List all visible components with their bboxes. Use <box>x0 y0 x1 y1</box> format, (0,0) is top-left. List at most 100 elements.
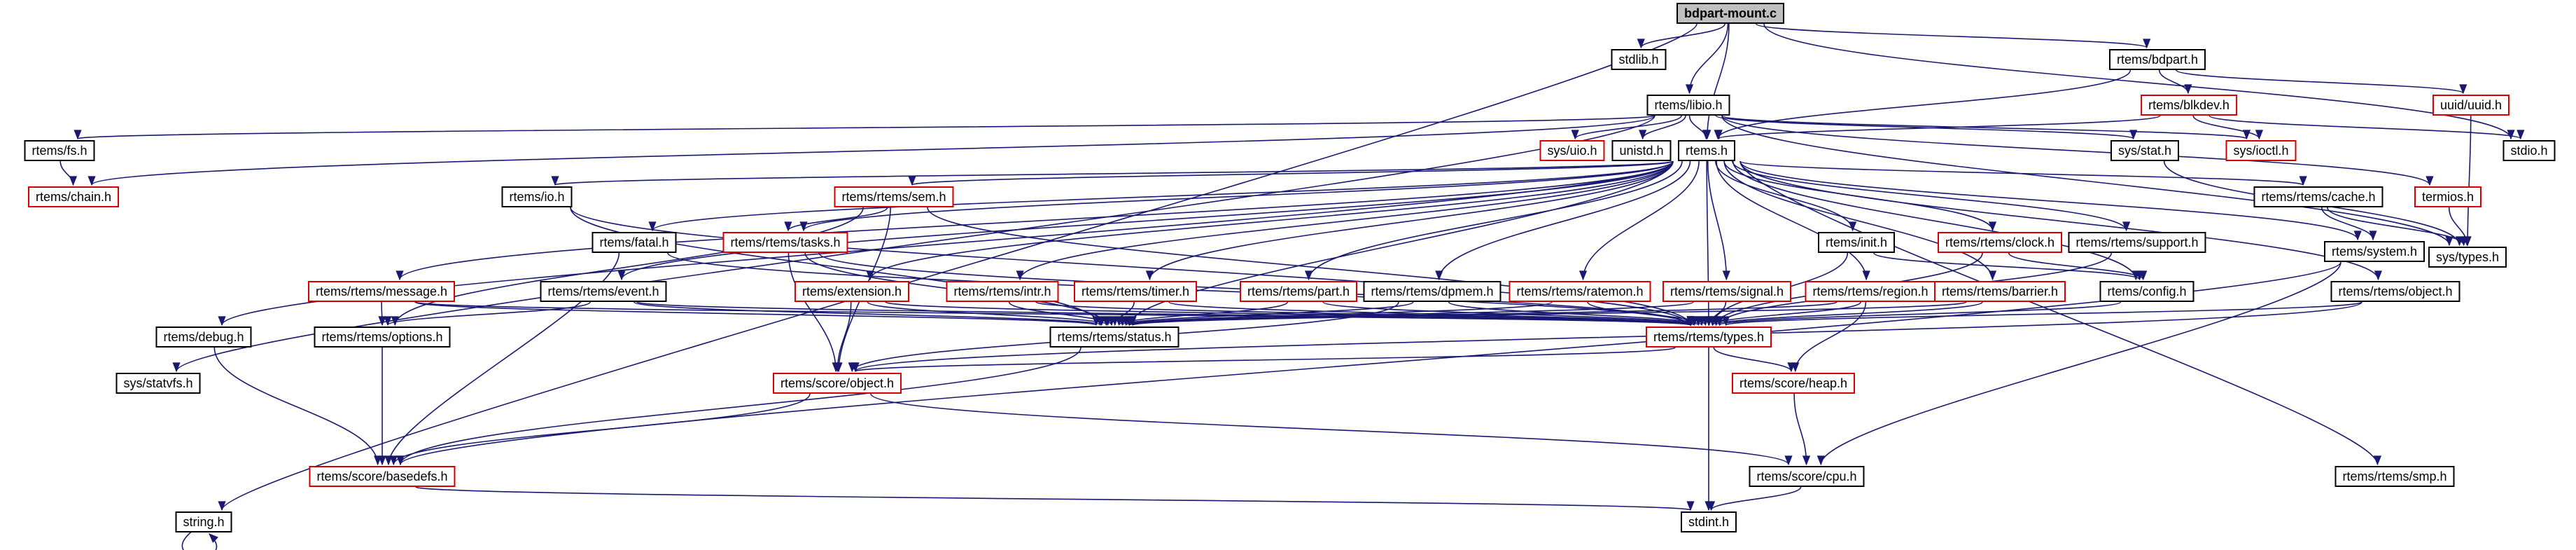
node-rtems-rtems-options-h[interactable]: rtems/rtems/options.h <box>314 326 451 348</box>
edge <box>384 252 620 466</box>
node-sys-uio-h[interactable]: sys/uio.h <box>1539 140 1605 161</box>
node-stdio-h[interactable]: stdio.h <box>2502 140 2556 161</box>
node-rtems-rtems-timer-h[interactable]: rtems/rtems/timer.h <box>1073 281 1198 302</box>
edge <box>1721 115 2454 247</box>
edge <box>1639 115 1686 140</box>
edge <box>2208 115 2525 140</box>
node-rtems-score-cpu-h[interactable]: rtems/score/cpu.h <box>1749 466 1865 487</box>
edge <box>2448 207 2471 247</box>
node-rtems-rtems-part-h[interactable]: rtems/rtems/part.h <box>1239 281 1358 302</box>
edge <box>870 393 1793 466</box>
node-rtems-extension-h[interactable]: rtems/extension.h <box>794 281 910 302</box>
node-rtems-rtems-cache-h[interactable]: rtems/rtems/cache.h <box>2253 186 2384 207</box>
edge <box>852 347 1676 373</box>
node-rtems-rtems-barrier-h[interactable]: rtems/rtems/barrier.h <box>1933 281 2066 302</box>
node-string-h[interactable]: string.h <box>175 511 232 532</box>
node-rtems-init-h[interactable]: rtems/init.h <box>1817 232 1896 253</box>
edge <box>75 115 1656 140</box>
node-rtems-rtems-object-h[interactable]: rtems/rtems/object.h <box>2330 281 2460 302</box>
node-sys-ioctl-h[interactable]: sys/ioctl.h <box>2225 140 2297 161</box>
node-rtems-rtems-status-h[interactable]: rtems/rtems/status.h <box>1049 326 1180 348</box>
edge <box>1008 301 1116 326</box>
node-rtems-rtems-sem-h[interactable]: rtems/rtems/sem.h <box>834 186 954 207</box>
edge <box>415 486 1693 511</box>
node-bdpart-mount-c[interactable]: bdpart-mount.c <box>1676 3 1784 24</box>
node-rtems-rtems-signal-h[interactable]: rtems/rtems/signal.h <box>1662 281 1792 302</box>
node-rtems-score-heap-h[interactable]: rtems/score/heap.h <box>1731 373 1856 394</box>
node-rtems-bdpart-h[interactable]: rtems/bdpart.h <box>2108 49 2206 70</box>
edge <box>2321 207 2377 241</box>
node-rtems-debug-h[interactable]: rtems/debug.h <box>155 326 252 348</box>
edge <box>1704 160 1713 326</box>
edge <box>218 160 1674 326</box>
edge <box>1016 160 1674 281</box>
node-rtems-score-object-h[interactable]: rtems/score/object.h <box>772 373 902 394</box>
node-rtems-rtems-message-h[interactable]: rtems/rtems/message.h <box>307 281 456 302</box>
node-rtems-io-h[interactable]: rtems/io.h <box>501 186 573 207</box>
node-sys-statvfs-h[interactable]: sys/statvfs.h <box>115 373 201 394</box>
edge <box>2463 115 2472 247</box>
edge <box>396 160 1674 281</box>
edge <box>799 160 1674 232</box>
edge <box>1716 301 2122 326</box>
node-rtems-rtems-ratemon-h[interactable]: rtems/rtems/ratemon.h <box>1508 281 1651 302</box>
node-sys-stat-h[interactable]: sys/stat.h <box>2110 140 2180 161</box>
edge <box>1791 301 1867 373</box>
edge <box>927 207 1695 326</box>
node-rtems-score-basedefs-h[interactable]: rtems/score/basedefs.h <box>309 466 456 487</box>
edge <box>570 207 1695 326</box>
node-sys-types-h[interactable]: sys/types.h <box>2428 247 2507 268</box>
node-termios-h[interactable]: termios.h <box>2414 186 2482 207</box>
node-rtems-rtems-support-h[interactable]: rtems/rtems/support.h <box>2068 232 2206 253</box>
edge <box>1714 69 2132 140</box>
node-rtems-rtems-dpmem-h[interactable]: rtems/rtems/dpmem.h <box>1363 281 1502 302</box>
edge <box>1723 160 1997 281</box>
node-rtems-blkdev-h[interactable]: rtems/blkdev.h <box>2141 95 2237 116</box>
node-rtems-system-h[interactable]: rtems/system.h <box>2323 241 2426 262</box>
edge <box>1707 160 1730 281</box>
edge <box>1578 160 1700 281</box>
edge <box>1716 160 1870 281</box>
edge <box>1740 160 2362 241</box>
edge <box>396 347 1082 466</box>
node-stdint-h[interactable]: stdint.h <box>1680 511 1737 532</box>
node-rtems-rtems-tasks-h[interactable]: rtems/rtems/tasks.h <box>722 232 848 253</box>
node-rtems-rtems-event-h[interactable]: rtems/rtems/event.h <box>540 281 667 302</box>
edge <box>866 160 1674 281</box>
edge <box>1721 115 2250 140</box>
node-rtems-rtems-types-h[interactable]: rtems/rtems/types.h <box>1645 326 1772 348</box>
edge <box>414 301 1100 326</box>
node-rtems-libio-h[interactable]: rtems/libio.h <box>1646 95 1730 116</box>
node-rtems-rtems-intr-h[interactable]: rtems/rtems/intr.h <box>946 281 1059 302</box>
edge <box>389 393 811 466</box>
node-uuid-uuid-h[interactable]: uuid/uuid.h <box>2432 95 2510 116</box>
edge <box>2158 69 2192 95</box>
node-rtems-rtems-clock-h[interactable]: rtems/rtems/clock.h <box>1937 232 2063 253</box>
node-rtems-h[interactable]: rtems.h <box>1677 140 1736 161</box>
edge <box>391 207 864 326</box>
edge <box>1715 115 2137 140</box>
edge <box>1126 301 1694 326</box>
node-rtems-config-h[interactable]: rtems/config.h <box>2099 281 2194 302</box>
edge <box>59 160 78 186</box>
node-rtems-rtems-smp-h[interactable]: rtems/rtems/smp.h <box>2334 466 2455 487</box>
edge <box>1715 160 1857 232</box>
node-rtems-chain-h[interactable]: rtems/chain.h <box>27 186 120 207</box>
node-rtems-rtems-region-h[interactable]: rtems/rtems/region.h <box>1805 281 1936 302</box>
edge <box>88 115 1656 186</box>
edge <box>1713 347 1795 373</box>
edge <box>384 301 591 326</box>
edge <box>396 261 2342 466</box>
node-unistd-h[interactable]: unistd.h <box>1611 140 1672 161</box>
edge <box>2176 69 2468 95</box>
edge <box>833 301 852 373</box>
edge <box>1816 261 2342 466</box>
node-rtems-fs-h[interactable]: rtems/fs.h <box>24 140 95 161</box>
edges-group <box>59 23 2525 550</box>
edge <box>784 207 888 232</box>
node-stdlib-h[interactable]: stdlib.h <box>1611 49 1667 70</box>
node-rtems-fatal-h[interactable]: rtems/fatal.h <box>592 232 677 253</box>
